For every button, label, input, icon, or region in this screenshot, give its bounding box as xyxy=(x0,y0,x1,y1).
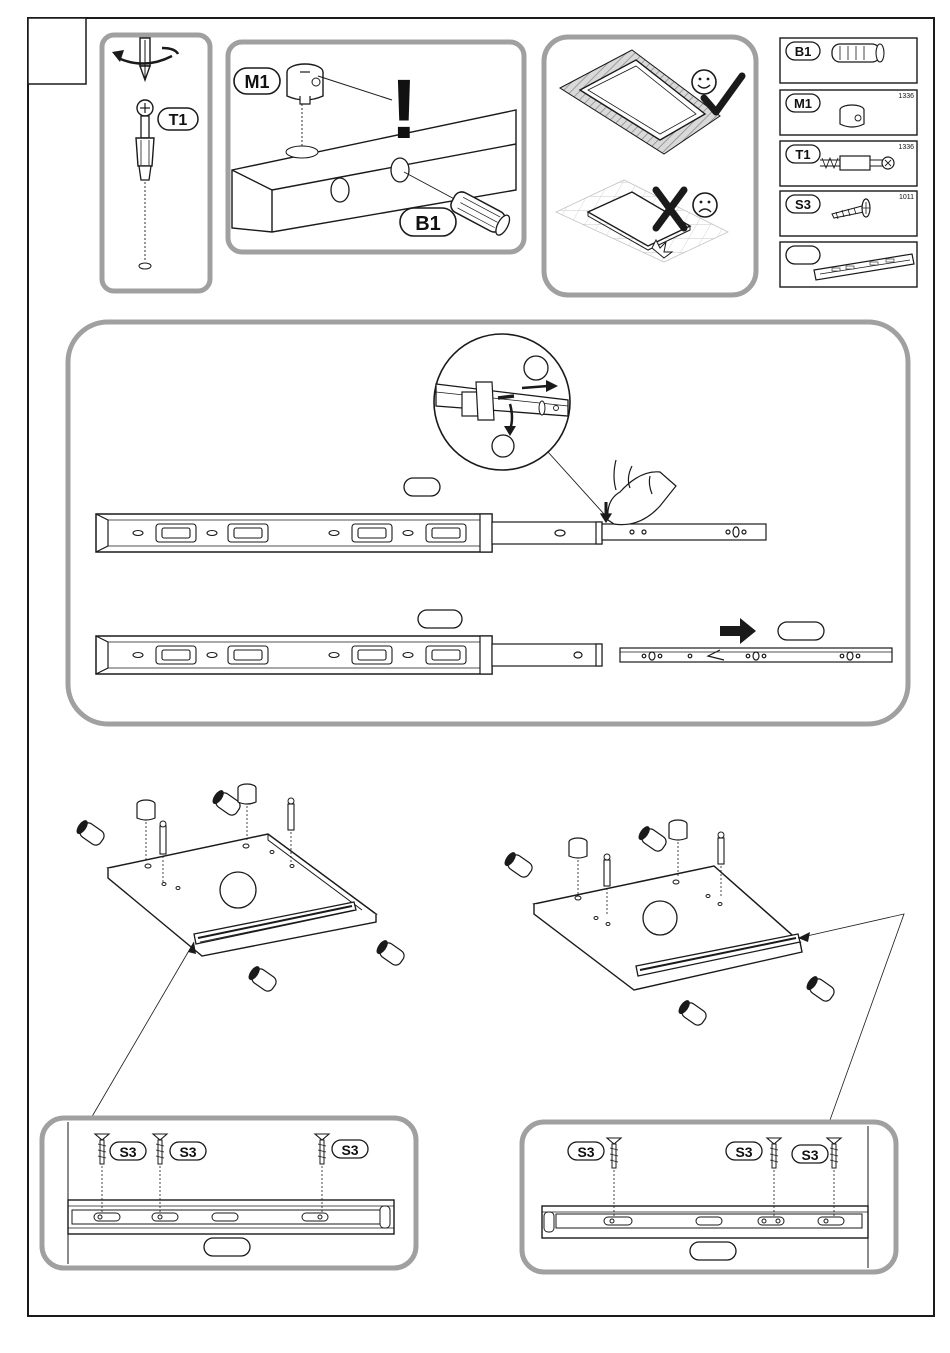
drawer-slide-extended xyxy=(96,460,766,552)
detail-panel-left: S3 S3 S3 xyxy=(42,1118,416,1268)
part-row-t1: T1 1336 xyxy=(780,141,917,186)
parts-list: B1 M1 1336 T1 xyxy=(780,38,917,287)
s3-label: S3 xyxy=(119,1144,136,1160)
hand-icon xyxy=(601,460,676,525)
t1-label: T1 xyxy=(169,112,188,129)
m1-label: M1 xyxy=(244,72,269,92)
t1-label-badge: T1 xyxy=(158,108,198,130)
panel-work-surface xyxy=(544,37,756,295)
part-row-slide xyxy=(780,242,917,287)
part-qty: 1336 xyxy=(898,93,914,100)
dowel-icon xyxy=(74,818,106,847)
part-qty: 1336 xyxy=(898,144,914,151)
drawer-slide-separated xyxy=(96,610,892,674)
release-lever-detail xyxy=(434,334,570,470)
s3-label: S3 xyxy=(735,1144,752,1160)
s3-label-badge: S3 xyxy=(110,1142,146,1160)
cam-lock-icon xyxy=(840,105,864,127)
screw-icon xyxy=(827,1138,841,1216)
exclamation-icon: ! xyxy=(390,62,418,156)
dowel-icon xyxy=(832,44,884,62)
screw-icon xyxy=(767,1138,781,1216)
dowel-icon xyxy=(676,998,708,1027)
b1-label: B1 xyxy=(415,213,441,235)
s3-label: S3 xyxy=(341,1142,358,1158)
smiley-sad-icon xyxy=(693,193,717,217)
panel-slide-separation xyxy=(68,322,908,724)
dowel-icon xyxy=(246,964,278,993)
dowel-icon xyxy=(502,850,534,879)
dowel-icon xyxy=(804,974,836,1003)
detail-panel-right: S3 S3 S3 xyxy=(522,1122,896,1272)
part-qty: 1011 xyxy=(899,194,914,201)
dowel-icon xyxy=(374,938,406,967)
s3-label: S3 xyxy=(179,1144,196,1160)
s3-label: S3 xyxy=(801,1147,818,1163)
panel-t1-install: T1 xyxy=(102,35,210,291)
cam-lock-icon xyxy=(137,800,155,862)
s3-label-badge: S3 xyxy=(792,1145,828,1163)
smiley-happy-icon xyxy=(692,70,716,94)
cam-lock-icon xyxy=(238,784,256,842)
step-number-box xyxy=(28,18,86,84)
left-board-assembly xyxy=(74,784,406,1120)
m1-label-badge: M1 xyxy=(234,68,280,94)
part-row-s3: S3 1011 xyxy=(780,191,917,236)
panel-m1-b1: ! M1 B1 xyxy=(228,42,524,252)
screw-icon xyxy=(607,1138,621,1216)
part-code: M1 xyxy=(794,96,812,111)
cam-lock-icon xyxy=(569,838,587,894)
s3-label-badge: S3 xyxy=(726,1142,762,1160)
s3-label: S3 xyxy=(577,1144,594,1160)
m1-cam-icon xyxy=(287,64,323,104)
t1-bolt-icon xyxy=(136,100,154,180)
arrow-right-icon xyxy=(720,618,756,644)
b1-label-badge: B1 xyxy=(400,208,456,236)
s3-label-badge: S3 xyxy=(170,1142,206,1160)
part-code: B1 xyxy=(795,44,812,59)
part-row-m1: M1 1336 xyxy=(780,90,917,135)
right-board-assembly xyxy=(502,820,904,1120)
inner-rail xyxy=(620,648,892,662)
part-code: T1 xyxy=(795,147,810,162)
cam-lock-icon xyxy=(669,820,687,878)
s3-label-badge: S3 xyxy=(332,1140,368,1158)
s3-label-badge: S3 xyxy=(568,1142,604,1160)
dowel-icon xyxy=(636,824,668,853)
part-code: S3 xyxy=(795,197,811,212)
screwdriver-icon xyxy=(140,38,150,80)
part-row-b1: B1 xyxy=(780,38,917,83)
